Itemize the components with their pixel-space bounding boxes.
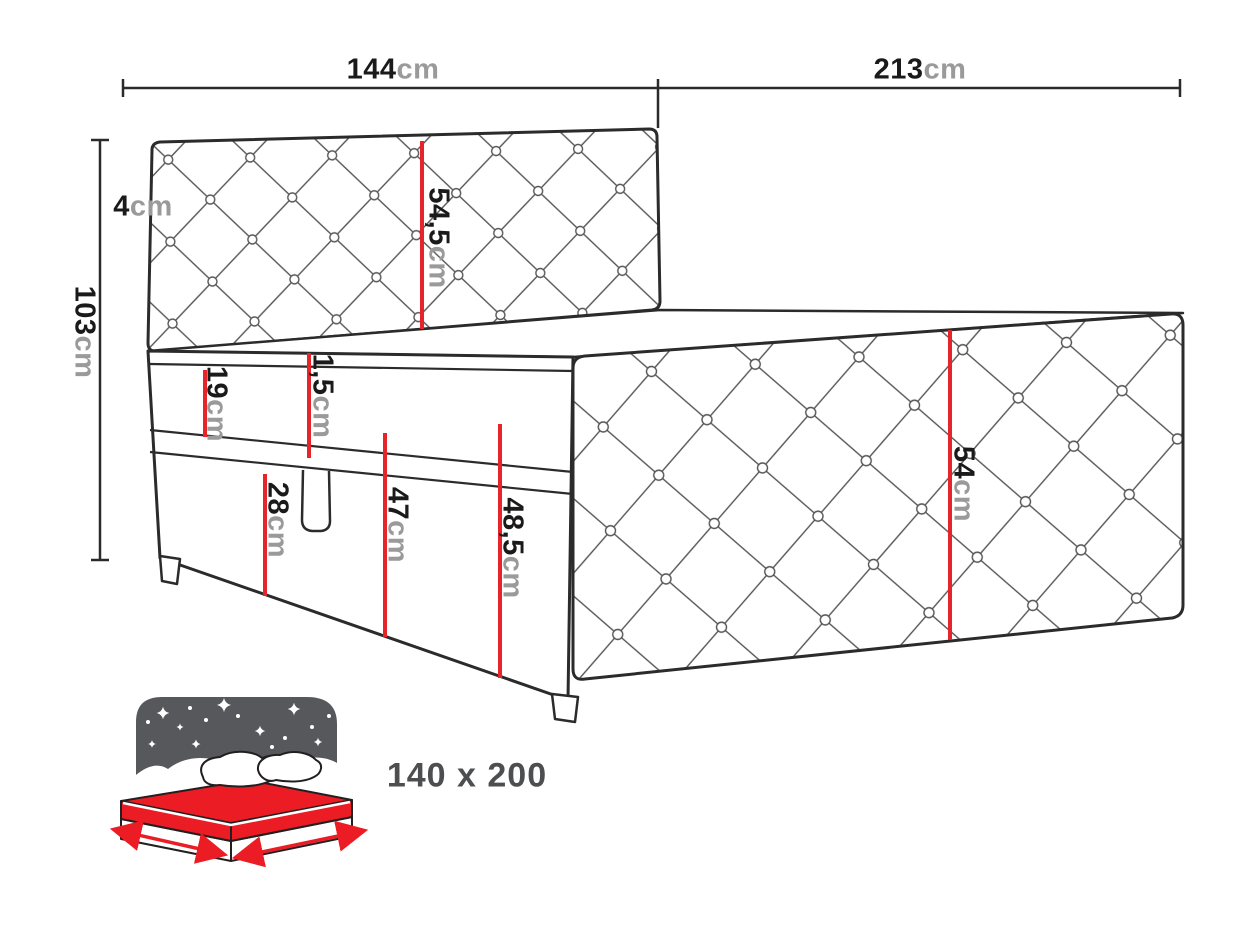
- star-icons: [146, 698, 331, 761]
- dim-label-height-103: 103cm: [68, 285, 101, 379]
- size-badge: 140 x 200: [386, 756, 548, 795]
- dim-label-length-213: 213cm: [873, 53, 967, 86]
- dim-unit: cm: [947, 479, 980, 523]
- dim-unit: cm: [200, 399, 233, 443]
- dim-unit: cm: [496, 555, 529, 599]
- bed-leg-front-left: [158, 554, 182, 586]
- dim-value: 1,5: [306, 353, 339, 396]
- dim-value: 103: [68, 285, 101, 336]
- dim-value: 47: [381, 486, 414, 521]
- dim-unit: cm: [68, 335, 101, 379]
- dim-value: 28: [261, 481, 294, 516]
- dim-value: 54,5: [422, 187, 455, 246]
- dim-value: 144: [346, 53, 397, 86]
- dim-label-lip-15: 1,5cm: [306, 353, 339, 439]
- dim-unit: cm: [381, 520, 414, 564]
- dim-value: 19: [200, 365, 233, 400]
- dim-label-side-47: 47cm: [381, 486, 414, 564]
- dim-label-front-485: 48,5cm: [496, 497, 529, 599]
- dim-value: 4: [113, 190, 130, 223]
- length-arrow-icon: [231, 820, 369, 868]
- bed-leg-front-right: [550, 692, 580, 724]
- dim-label-mattress-19: 19cm: [200, 365, 233, 443]
- bed-size-icon: [109, 697, 369, 868]
- black-dimension-lines: [91, 79, 1182, 562]
- dim-label-headboard-545: 54,5cm: [422, 187, 455, 289]
- dim-unit: cm: [261, 515, 294, 559]
- dim-value: 213: [873, 53, 924, 86]
- icon-bed-base: [120, 779, 353, 862]
- dim-unit: cm: [923, 53, 967, 86]
- dim-label-width-144: 144cm: [346, 53, 440, 86]
- icon-mattress-piping: [122, 800, 351, 827]
- size-arrow-icons: [109, 820, 369, 868]
- dim-label-footboard-54: 54cm: [947, 445, 980, 523]
- dim-unit: cm: [396, 53, 440, 86]
- dim-label-base-28: 28cm: [261, 481, 294, 559]
- dim-unit: cm: [422, 245, 455, 289]
- side-panel: [571, 312, 1185, 681]
- width-arrow-icon: [109, 820, 229, 864]
- bed-body: [146, 127, 1185, 724]
- front-seam-lines: [149, 362, 574, 496]
- red-dimension-lines: [203, 141, 952, 678]
- icon-mattress-top: [120, 779, 353, 824]
- dim-value: 48,5: [496, 497, 529, 556]
- dim-value: 54: [947, 445, 980, 480]
- dim-unit: cm: [306, 395, 339, 439]
- icon-pillows: [200, 750, 322, 788]
- handle-notch: [300, 469, 332, 533]
- dim-unit: cm: [129, 190, 173, 223]
- dim-label-thickness-4: 4cm: [113, 190, 173, 223]
